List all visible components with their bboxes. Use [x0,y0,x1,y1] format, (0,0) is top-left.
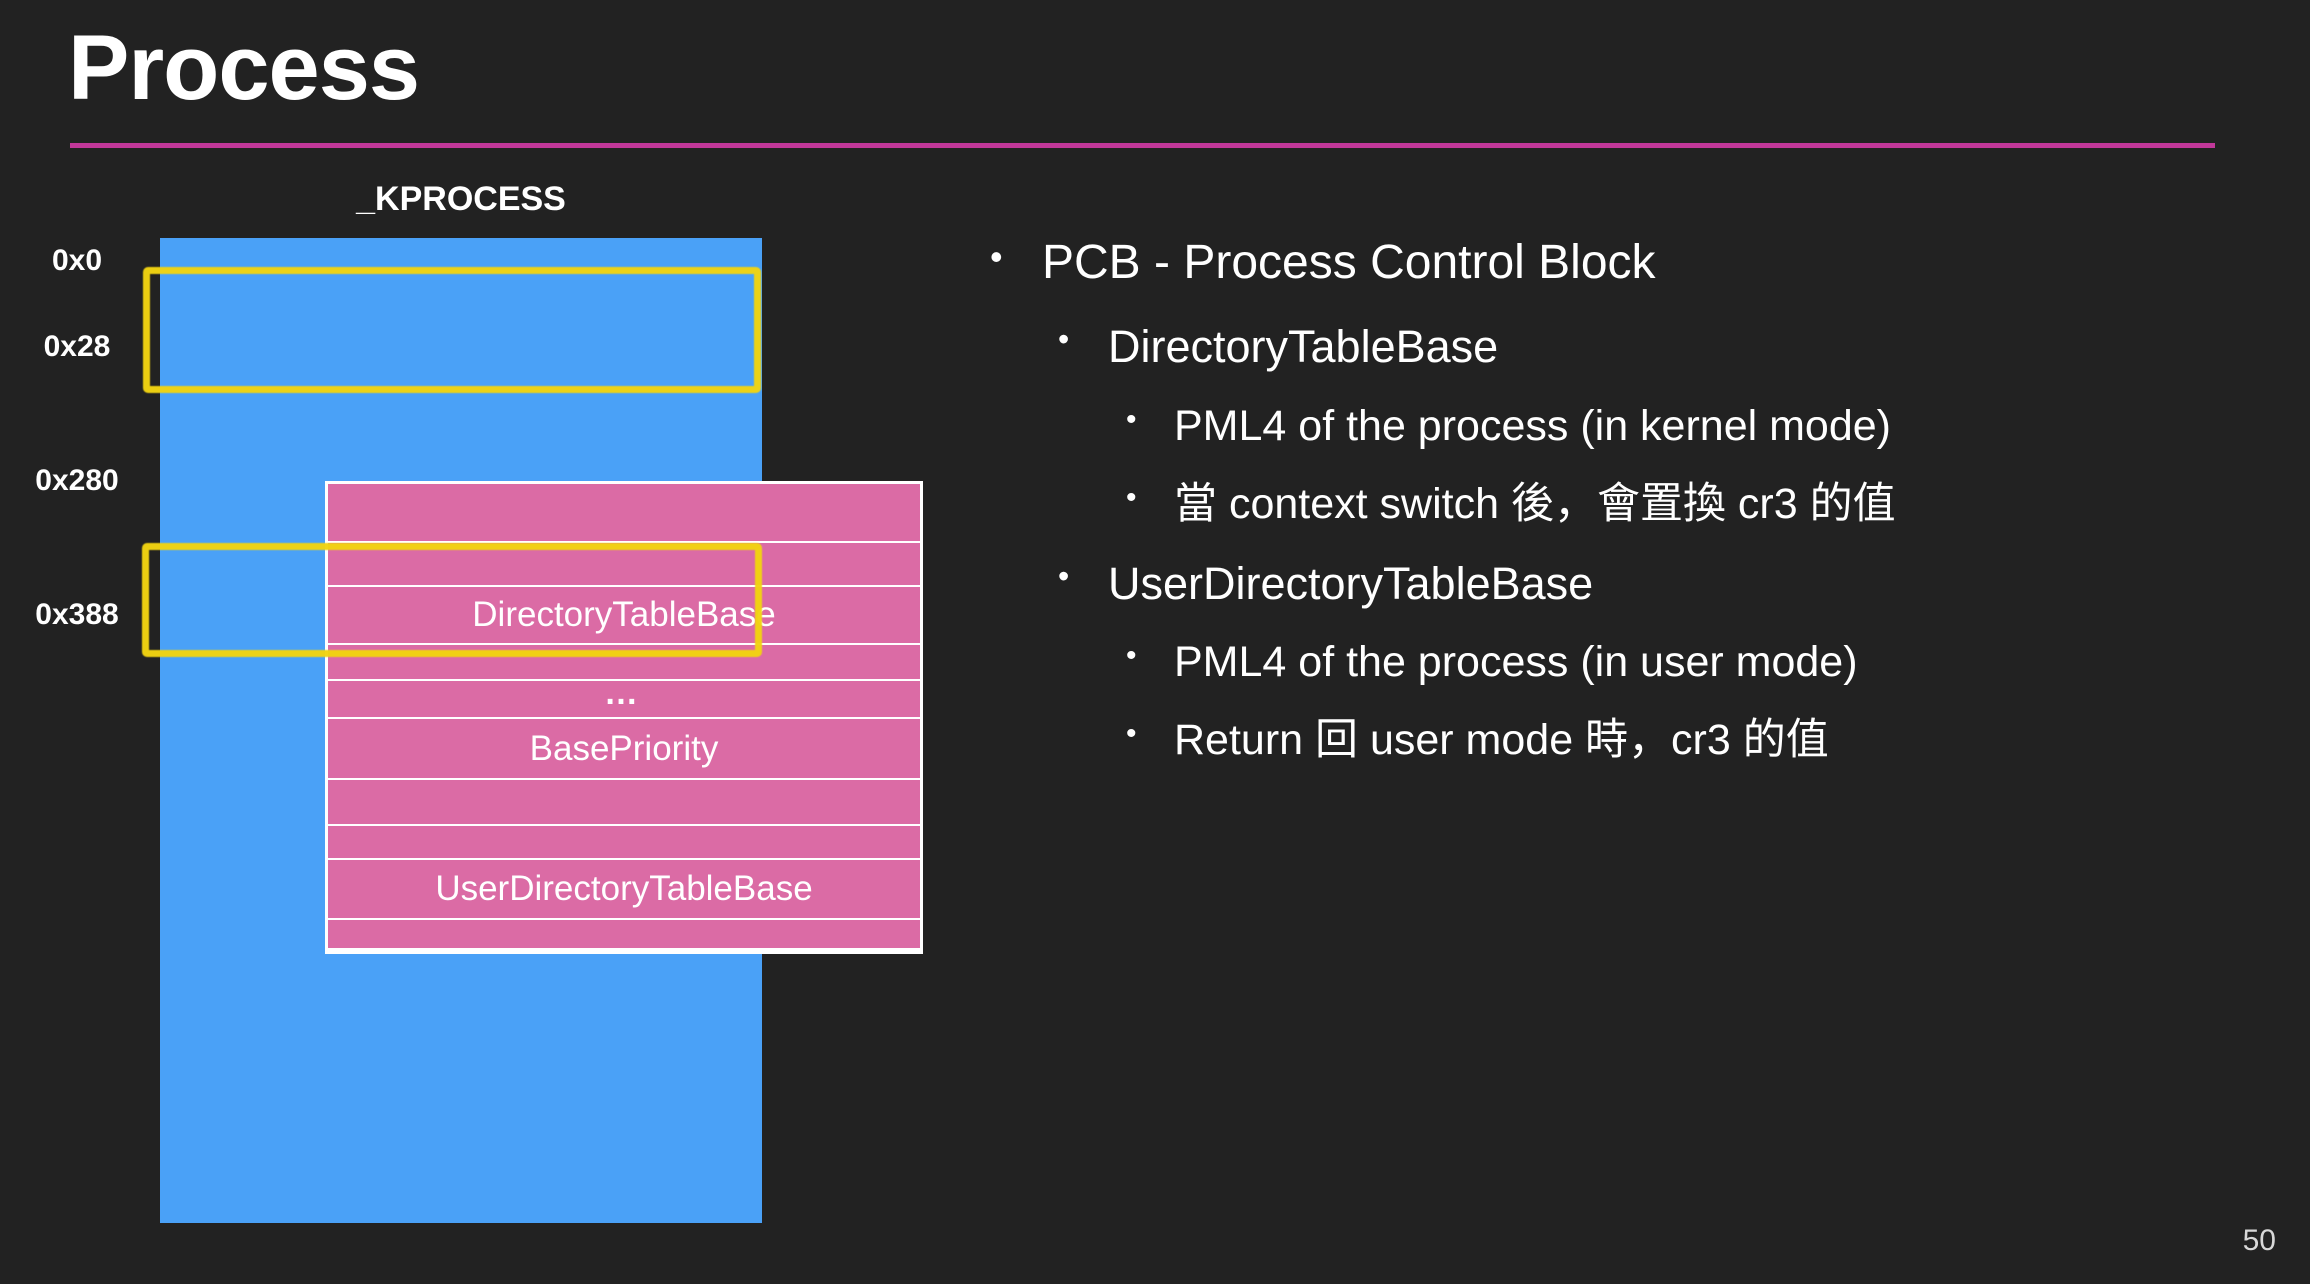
struct-name-label: _KPROCESS [356,180,566,218]
memory-field-label: DirectoryTableBase [472,595,776,634]
bullet-item-level-3: • PML4 of the process (in user mode) [1126,640,2290,685]
memory-field-row: DirectoryTableBase [328,587,920,643]
bullet-text: PCB - Process Control Block [1042,236,1656,289]
memory-field-label: … [604,681,644,712]
bullet-list: • PCB - Process Control Block • DirectoryTa… [990,236,2290,796]
title-underline-rule [70,143,2215,148]
bullet-dot-icon: • [1126,480,1137,514]
bullet-item-level-1: • PCB - Process Control Block [990,236,2290,289]
page-number: 50 [2242,1224,2276,1257]
memory-field-row: UserDirectoryTableBase [328,860,920,918]
memory-field-label: BasePriority [529,728,719,768]
bullet-dot-icon: • [1126,717,1137,751]
bullet-item-level-3: • PML4 of the process (in kernel mode) [1126,401,2290,450]
memory-field-label: UserDirectoryTableBase [435,869,813,908]
bullet-item-level-2: • DirectoryTableBase [1058,321,2290,373]
bullet-text: Return 回 user mode 時，cr3 的值 [1174,716,1829,765]
bullet-text: PML4 of the process (in user mode) [1174,638,1858,687]
bullet-text: PML4 of the process (in kernel mode) [1174,401,1891,450]
address-offset-column: 0x0 0x28 0x280 0x388 [0,0,152,1284]
bullet-dot-icon: • [1126,402,1137,436]
bullet-item-level-3: • 當 context switch 後，會置換 cr3 的值 [1126,479,2290,528]
bullet-dot-icon: • [1126,639,1137,673]
directorytablebase-highlight [143,267,761,393]
memory-blank-row [328,780,920,824]
address-offset-label: 0x280 [35,464,119,497]
kprocess-diagram: _KPROCESS DirectoryTableBase … BasePriorit… [0,0,923,1284]
memory-field-row: BasePriority [328,719,920,778]
memory-blank-row [328,920,920,948]
userdirectorytablebase-highlight [142,543,762,657]
bullet-text: DirectoryTableBase [1108,321,1499,373]
page-title: Process [68,17,420,119]
bullet-item-level-2: • UserDirectoryTableBase [1058,557,2290,609]
bullet-item-level-3: • Return 回 user mode 時，cr3 的值 [1126,718,2290,763]
memory-ellipsis-row: … [328,681,920,717]
bullet-text: 當 context switch 後，會置換 cr3 的值 [1174,479,1896,528]
memory-blank-row [328,543,920,585]
bullet-text: UserDirectoryTableBase [1108,557,1594,609]
bullet-dot-icon: • [1058,321,1070,358]
bullet-dot-icon: • [1058,557,1070,594]
address-offset-label: 0x28 [43,330,111,363]
bullet-dot-icon: • [990,236,1003,277]
memory-blank-row [328,826,920,858]
address-offset-label: 0x388 [35,598,119,631]
memory-blank-row [328,484,920,541]
address-offset-label: 0x0 [51,244,103,277]
